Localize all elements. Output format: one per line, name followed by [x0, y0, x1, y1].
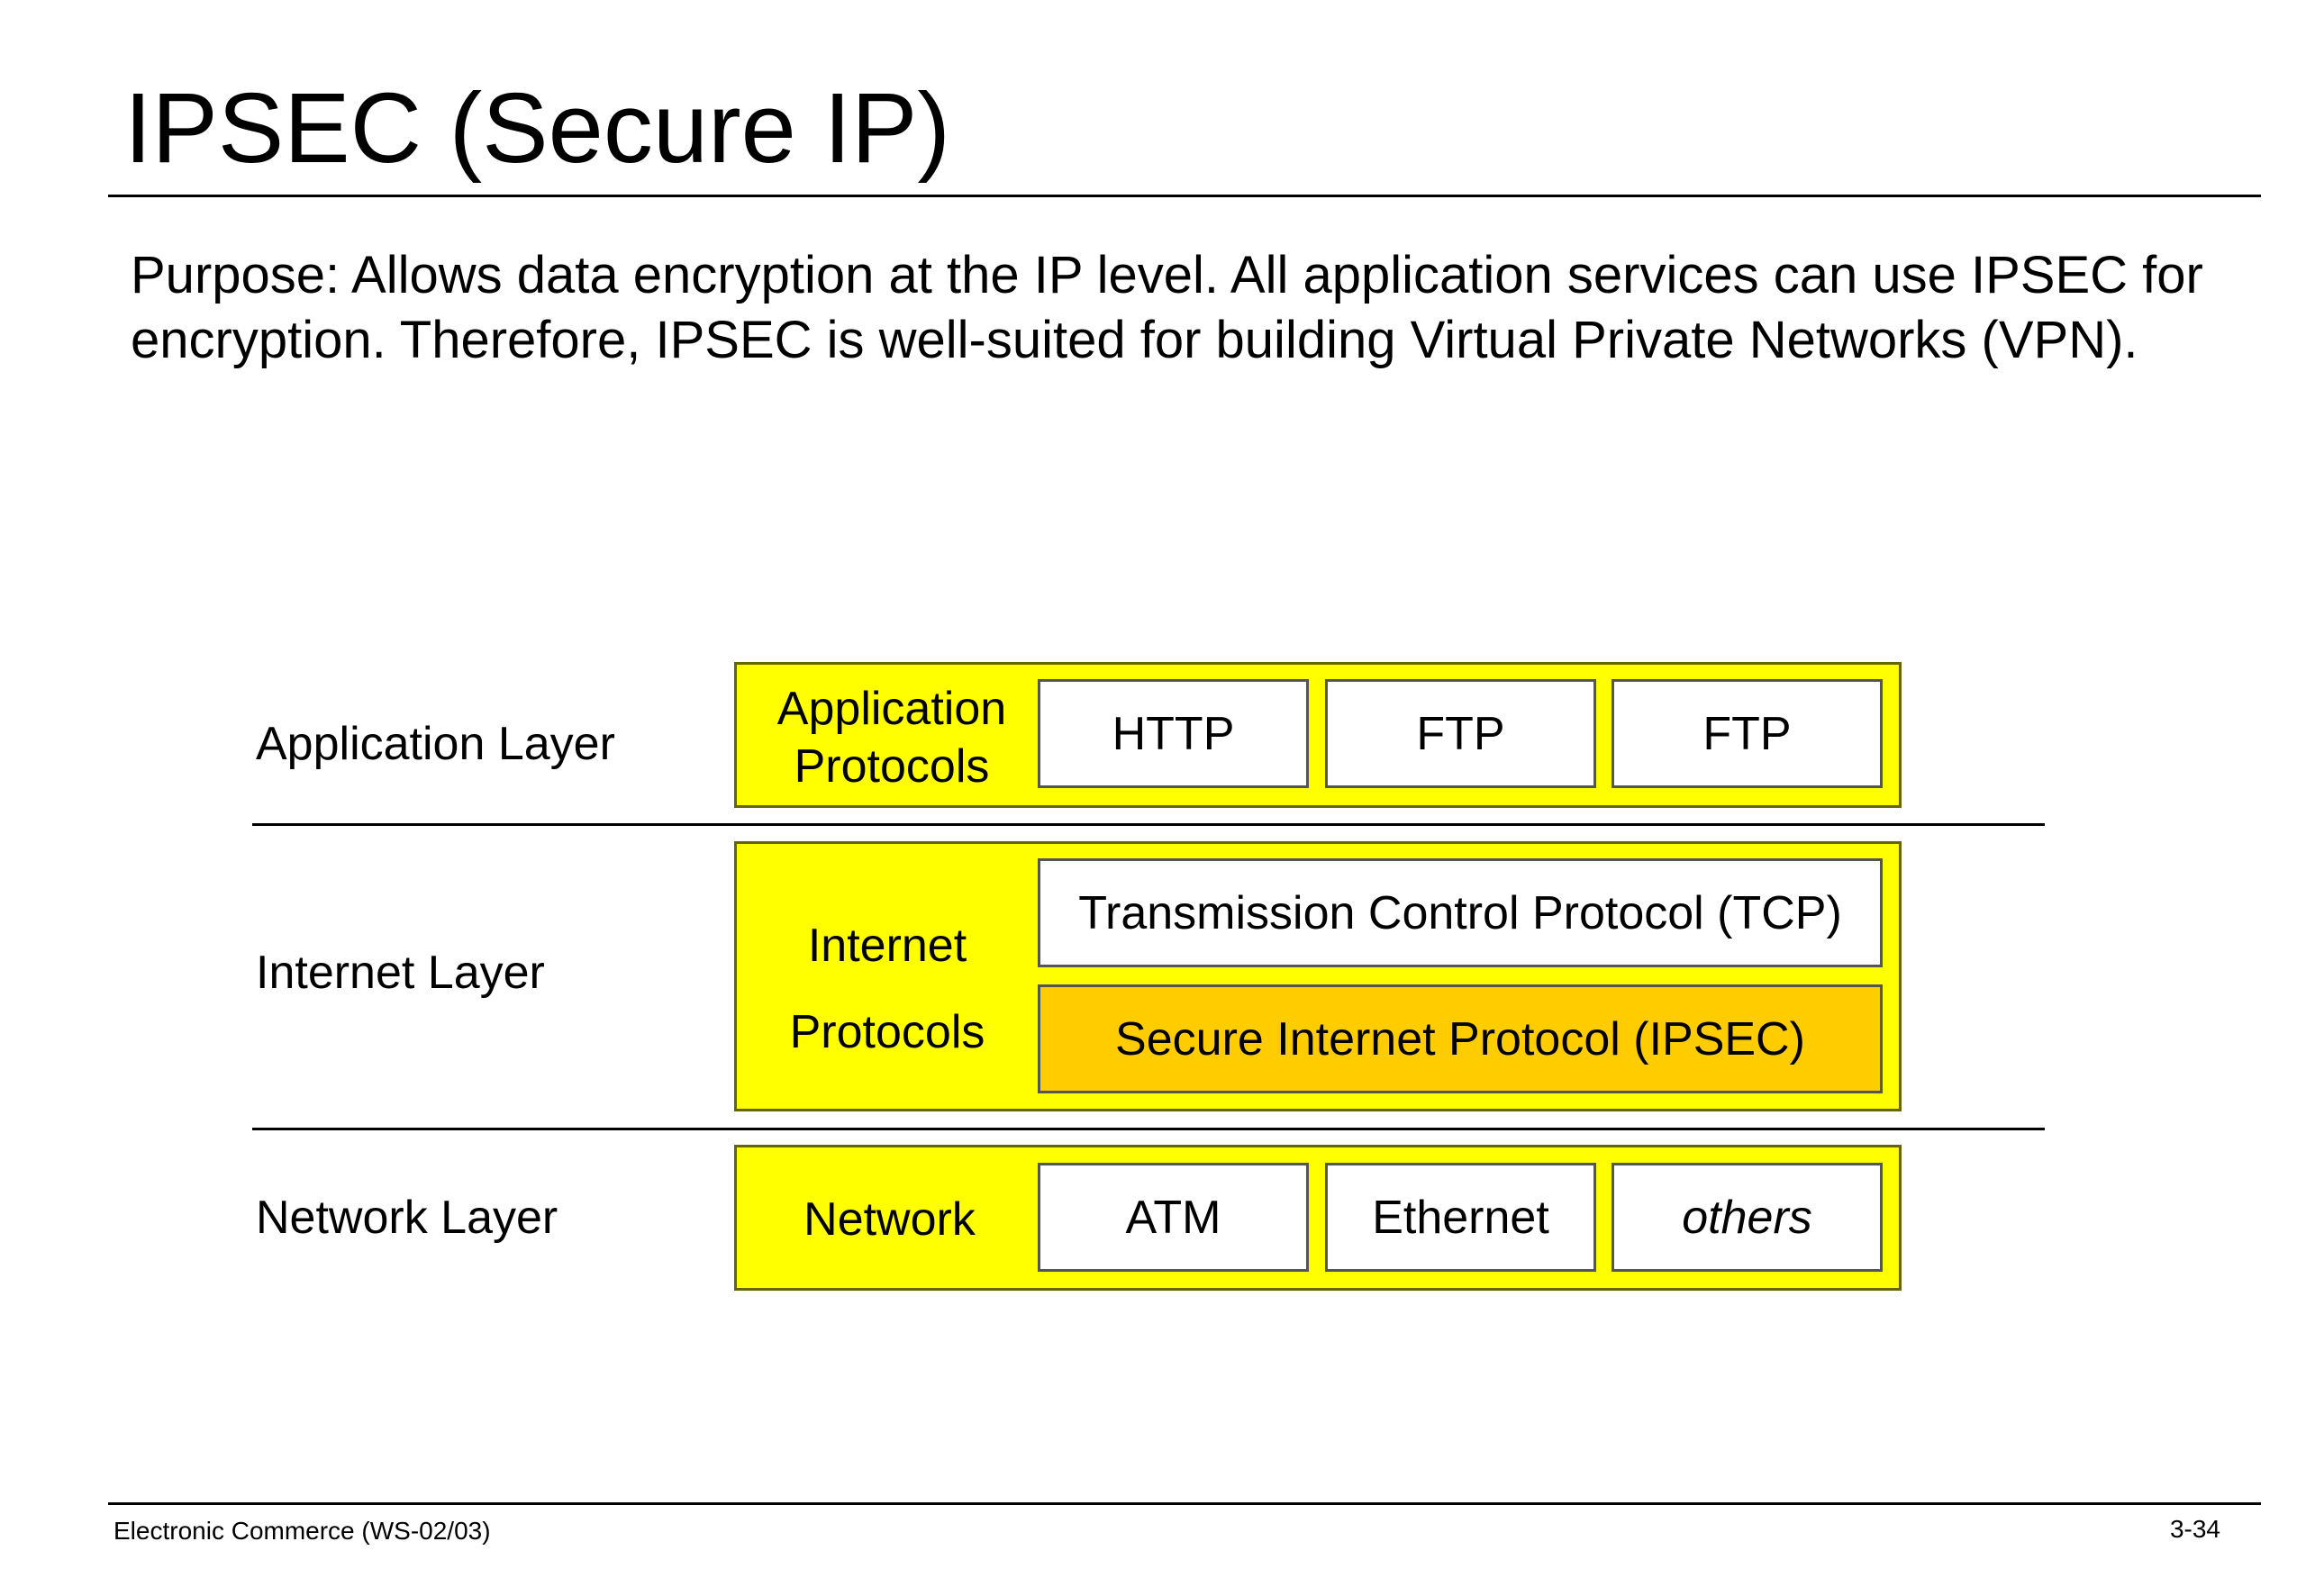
- application-protocols-label-line2: Protocols: [794, 740, 990, 793]
- protocol-box-ftp: FTP: [1325, 679, 1596, 788]
- network-box-others: others: [1611, 1163, 1883, 1272]
- internet-protocols-label-line2: Protocols: [789, 1006, 985, 1058]
- layer-separator-internet-network: [252, 1128, 2045, 1130]
- network-box-ethernet: Ethernet: [1325, 1163, 1596, 1272]
- slide-title: IPSEC (Secure IP): [124, 73, 950, 184]
- ipsec-protocol-box: Secure Internet Protocol (IPSEC): [1038, 984, 1883, 1093]
- network-box-atm: ATM: [1038, 1163, 1309, 1272]
- internet-layer-label: Internet Layer: [256, 947, 545, 999]
- internet-protocols-label-line1: Internet: [807, 920, 967, 972]
- footer-divider: [108, 1502, 2261, 1505]
- application-protocols-label-line1: Application: [776, 683, 1007, 735]
- title-divider: [108, 195, 2261, 197]
- purpose-text: Purpose: Allows data encryption at the I…: [131, 246, 2203, 369]
- internet-protocols-label: Internet Protocols: [752, 902, 1022, 1075]
- footer-page-number: 3-34: [2169, 1515, 2220, 1543]
- application-protocols-label: Application Protocols: [752, 680, 1031, 795]
- protocol-box-http: HTTP: [1038, 679, 1309, 788]
- footer-course: Electronic Commerce (WS-02/03): [113, 1517, 491, 1545]
- network-layer-label: Network Layer: [256, 1192, 558, 1244]
- layer-separator-app-internet: [252, 823, 2045, 826]
- network-group-label: Network: [803, 1193, 976, 1246]
- application-layer-label: Application Layer: [256, 718, 615, 770]
- protocol-box-ftp-2: FTP: [1611, 679, 1883, 788]
- tcp-protocol-box: Transmission Control Protocol (TCP): [1038, 858, 1883, 967]
